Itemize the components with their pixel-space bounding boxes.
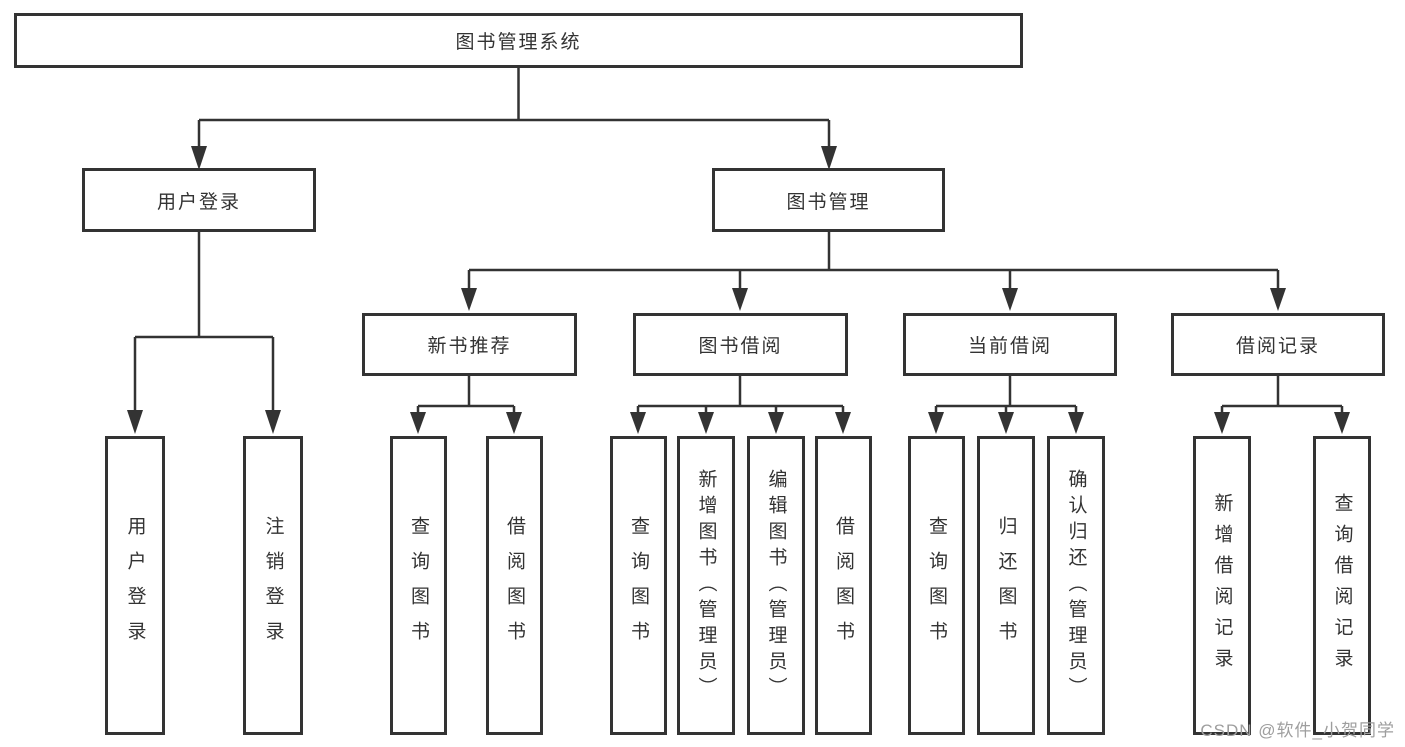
connector-user-login-bus bbox=[135, 232, 273, 339]
connector-book-management-bus bbox=[469, 232, 1278, 272]
arrowhead bbox=[1334, 412, 1350, 434]
leaf-return-book-label: 归还图书 bbox=[995, 515, 1017, 656]
leaf-add-borrow-record: 新增借阅记录 bbox=[1193, 436, 1251, 735]
leaf-user-login: 用户登录 bbox=[105, 436, 165, 735]
leaf-query-borrow-record: 查询借阅记录 bbox=[1313, 436, 1371, 735]
arrowhead bbox=[410, 412, 426, 434]
node-user-login: 用户登录 bbox=[82, 168, 316, 232]
node-book-borrow: 图书借阅 bbox=[633, 313, 848, 376]
leaf-logout-login: 注销登录 bbox=[243, 436, 303, 735]
leaf-query-books-borrow: 查询图书 bbox=[610, 436, 667, 735]
node-book-management: 图书管理 bbox=[712, 168, 945, 232]
arrowhead bbox=[928, 412, 944, 434]
arrowhead bbox=[191, 146, 207, 170]
node-new-book-recommend: 新书推荐 bbox=[362, 313, 577, 376]
arrowhead bbox=[127, 410, 143, 434]
arrowhead bbox=[1214, 412, 1230, 434]
arrowhead bbox=[265, 410, 281, 434]
node-current-borrow-label: 当前借阅 bbox=[967, 336, 1052, 357]
node-book-management-label: 图书管理 bbox=[786, 191, 871, 213]
leaf-query-books-current-label: 查询图书 bbox=[926, 515, 947, 656]
leaf-edit-book-admin-label: 编辑图书（管理员） bbox=[765, 468, 787, 703]
leaf-return-book: 归还图书 bbox=[977, 436, 1035, 735]
leaf-edit-book-admin: 编辑图书（管理员） bbox=[747, 436, 805, 735]
leaf-add-book-admin-label: 新增图书（管理员） bbox=[695, 468, 717, 703]
leaf-query-books-borrow-label: 查询图书 bbox=[628, 515, 649, 656]
leaf-add-book-admin: 新增图书（管理员） bbox=[677, 436, 735, 735]
arrowhead bbox=[732, 288, 748, 311]
node-borrow-records: 借阅记录 bbox=[1171, 313, 1385, 376]
arrowhead bbox=[768, 412, 784, 434]
node-root: 图书管理系统 bbox=[14, 13, 1023, 68]
node-current-borrow: 当前借阅 bbox=[903, 313, 1117, 376]
arrowhead bbox=[998, 412, 1014, 434]
leaf-borrow-book-recommend-label: 借阅图书 bbox=[504, 515, 525, 656]
connector-book-borrow-bus bbox=[638, 376, 843, 408]
arrowhead bbox=[1068, 412, 1084, 434]
leaf-user-login-label: 用户登录 bbox=[124, 515, 146, 656]
connector-borrow-records-bus bbox=[1222, 376, 1342, 408]
connector-root-bus bbox=[199, 68, 829, 122]
leaf-query-books-current: 查询图书 bbox=[908, 436, 965, 735]
node-new-book-recommend-label: 新书推荐 bbox=[427, 336, 512, 357]
node-borrow-records-label: 借阅记录 bbox=[1235, 336, 1320, 357]
arrowhead bbox=[698, 412, 714, 434]
leaf-borrow-book-label: 借阅图书 bbox=[833, 515, 854, 656]
node-book-borrow-label: 图书借阅 bbox=[698, 336, 783, 357]
arrowhead bbox=[835, 412, 851, 434]
leaf-borrow-book: 借阅图书 bbox=[815, 436, 872, 735]
leaf-query-books-recommend: 查询图书 bbox=[390, 436, 447, 735]
node-root-label: 图书管理系统 bbox=[455, 32, 582, 53]
arrowhead bbox=[506, 412, 522, 434]
leaf-query-borrow-record-label: 查询借阅记录 bbox=[1331, 492, 1353, 679]
leaf-logout-login-label: 注销登录 bbox=[262, 515, 284, 656]
arrowhead bbox=[461, 288, 477, 311]
node-user-login-label: 用户登录 bbox=[156, 191, 241, 213]
leaf-query-books-recommend-label: 查询图书 bbox=[408, 515, 429, 656]
connector-new-book-recommend-bus bbox=[418, 376, 514, 408]
arrowhead bbox=[821, 146, 837, 170]
csdn-watermark: CSDN @软件_小贺同学 bbox=[1200, 721, 1395, 740]
leaf-confirm-return-admin: 确认归还（管理员） bbox=[1047, 436, 1105, 735]
arrowhead bbox=[630, 412, 646, 434]
leaf-confirm-return-admin-label: 确认归还（管理员） bbox=[1065, 468, 1087, 703]
leaf-borrow-book-recommend: 借阅图书 bbox=[486, 436, 543, 735]
arrowhead bbox=[1270, 288, 1286, 311]
leaf-add-borrow-record-label: 新增借阅记录 bbox=[1211, 492, 1233, 679]
connector-current-borrow-bus bbox=[936, 376, 1076, 408]
arrowhead bbox=[1002, 288, 1018, 311]
